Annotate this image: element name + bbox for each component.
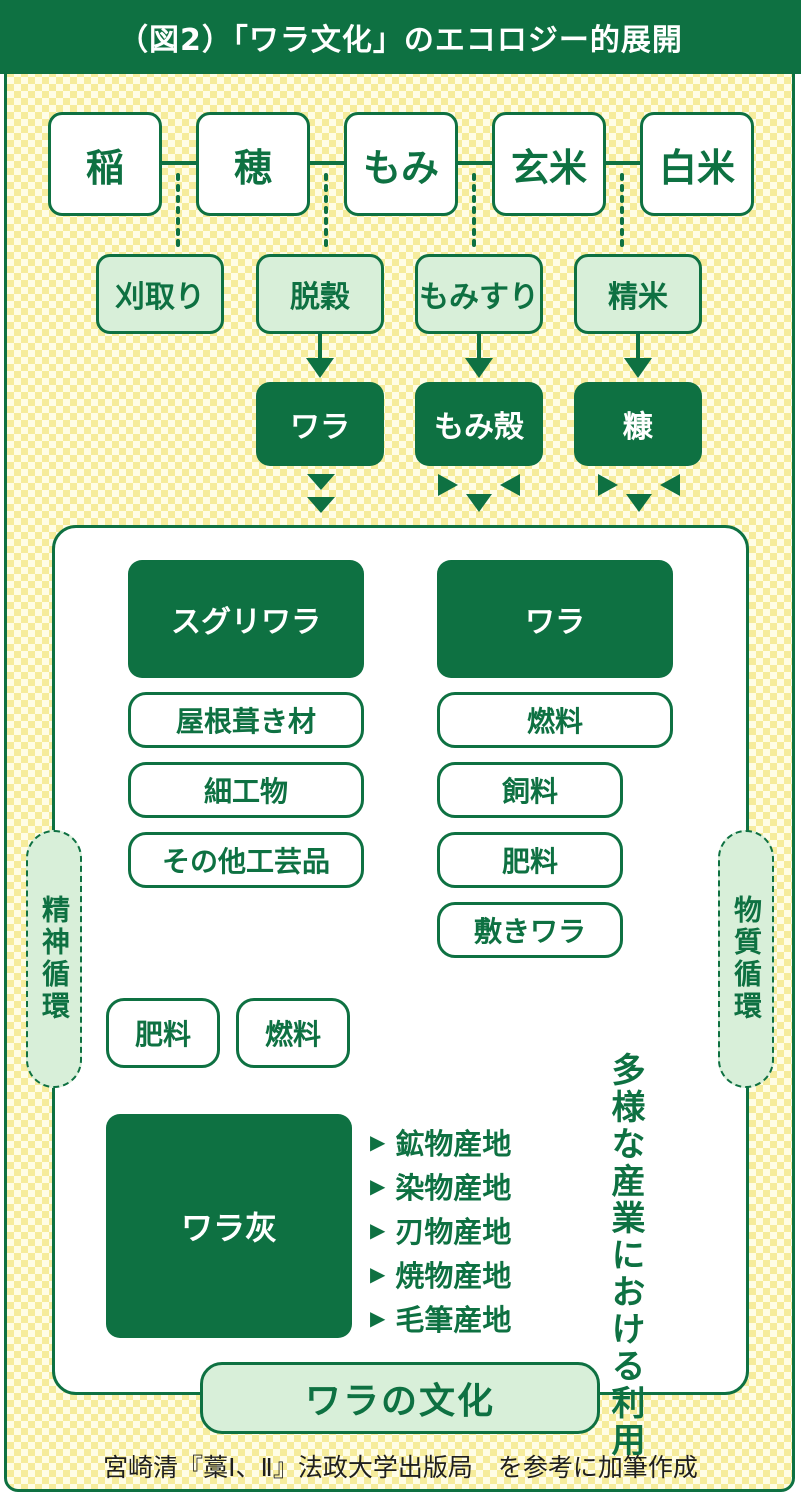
triangle-bullet-icon: ▶	[370, 1218, 386, 1242]
site-label: 焼物産地	[395, 1259, 512, 1293]
spiritual-cycle-label: 精神循環	[26, 830, 82, 1088]
wara-ash-box: ワラ灰	[106, 1114, 352, 1338]
grain-box-momi: もみ	[344, 112, 458, 216]
use-label: 細工物	[203, 775, 288, 808]
use-label: 肥料	[501, 845, 558, 878]
grain-label: もみ	[362, 145, 439, 190]
grain-label: 白米	[658, 145, 735, 190]
site-item: ▶ 毛筆産地	[370, 1296, 511, 1340]
process-label: 刈取り	[115, 280, 205, 315]
recycle-box-fertilizer: 肥料	[106, 998, 220, 1068]
process-label: 精米	[608, 280, 668, 315]
grain-label: 玄米	[510, 145, 587, 190]
use-box-roofing: 屋根葺き材	[128, 692, 364, 748]
site-label: 毛筆産地	[395, 1303, 512, 1337]
process-box-momisuri: もみすり	[415, 254, 543, 334]
use-box-fertilizer: 肥料	[437, 832, 623, 888]
grain-label: 稲	[85, 145, 124, 190]
wara-culture-label: ワラの文化	[200, 1362, 600, 1434]
byproduct-box-wara: ワラ	[256, 382, 384, 466]
recycle-box-fuel: 燃料	[236, 998, 350, 1068]
sugurwara-header-label: スグリワラ	[171, 605, 321, 640]
site-item: ▶ 焼物産地	[370, 1252, 511, 1296]
use-box-feed: 飼料	[437, 762, 623, 818]
grain-box-genmai: 玄米	[492, 112, 606, 216]
triangle-bullet-icon: ▶	[370, 1174, 386, 1198]
industry-use-label: 多様な産業における利用	[605, 1052, 645, 1459]
byproduct-label: 糠	[623, 410, 653, 445]
triangle-bullet-icon: ▶	[370, 1262, 386, 1286]
use-label: 燃料	[526, 705, 583, 738]
diagram-title: （図2）「ワラ文化」のエコロジー的展開	[118, 23, 683, 58]
use-label: 敷きワラ	[473, 915, 586, 948]
material-cycle-label: 物質循環	[718, 830, 774, 1088]
use-box-other-crafts: その他工芸品	[128, 832, 364, 888]
wara-header: ワラ	[437, 560, 673, 678]
site-label: 鉱物産地	[395, 1127, 512, 1161]
sugurwara-header: スグリワラ	[128, 560, 364, 678]
source-credit-text: 宮崎清『藁Ⅰ、Ⅱ』法政大学出版局 を参考に加筆作成	[103, 1453, 698, 1482]
byproduct-box-nuka: 糠	[574, 382, 702, 466]
process-label: 脱穀	[290, 280, 350, 315]
material-cycle-text: 物質循環	[730, 895, 763, 1023]
use-box-bedding: 敷きワラ	[437, 902, 623, 958]
grain-box-ine: 稲	[48, 112, 162, 216]
triangle-bullet-icon: ▶	[370, 1130, 386, 1154]
byproduct-box-momigara: もみ殻	[415, 382, 543, 466]
production-site-list: ▶ 鉱物産地 ▶ 染物産地 ▶ 刃物産地 ▶ 焼物産地 ▶ 毛筆産地	[370, 1120, 511, 1340]
title-bar: （図2）「ワラ文化」のエコロジー的展開	[0, 0, 801, 74]
wara-header-label: ワラ	[525, 605, 585, 640]
wara-culture-text: ワラの文化	[304, 1381, 495, 1422]
site-item: ▶ 鉱物産地	[370, 1120, 511, 1164]
wara-ash-label: ワラ灰	[180, 1209, 277, 1247]
byproduct-label: ワラ	[290, 410, 350, 445]
process-box-seimai: 精米	[574, 254, 702, 334]
grain-label: 穂	[233, 145, 272, 190]
site-label: 刃物産地	[395, 1215, 512, 1249]
use-label: その他工芸品	[161, 845, 330, 878]
use-box-fuel: 燃料	[437, 692, 673, 748]
site-item: ▶ 染物産地	[370, 1164, 511, 1208]
recycle-label: 肥料	[134, 1018, 191, 1051]
process-box-dakkoku: 脱穀	[256, 254, 384, 334]
source-credit: 宮崎清『藁Ⅰ、Ⅱ』法政大学出版局 を参考に加筆作成	[0, 1440, 801, 1492]
process-label: もみすり	[419, 280, 539, 315]
triangle-bullet-icon: ▶	[370, 1306, 386, 1330]
site-item: ▶ 刃物産地	[370, 1208, 511, 1252]
spiritual-cycle-text: 精神循環	[38, 895, 71, 1023]
grain-box-ho: 穂	[196, 112, 310, 216]
recycle-label: 燃料	[264, 1018, 321, 1051]
process-box-karitori: 刈取り	[96, 254, 224, 334]
use-label: 屋根葺き材	[175, 705, 316, 738]
byproduct-label: もみ殻	[434, 410, 524, 445]
use-box-craftwork: 細工物	[128, 762, 364, 818]
grain-box-hakumai: 白米	[640, 112, 754, 216]
site-label: 染物産地	[395, 1171, 512, 1205]
use-label: 飼料	[501, 775, 558, 808]
